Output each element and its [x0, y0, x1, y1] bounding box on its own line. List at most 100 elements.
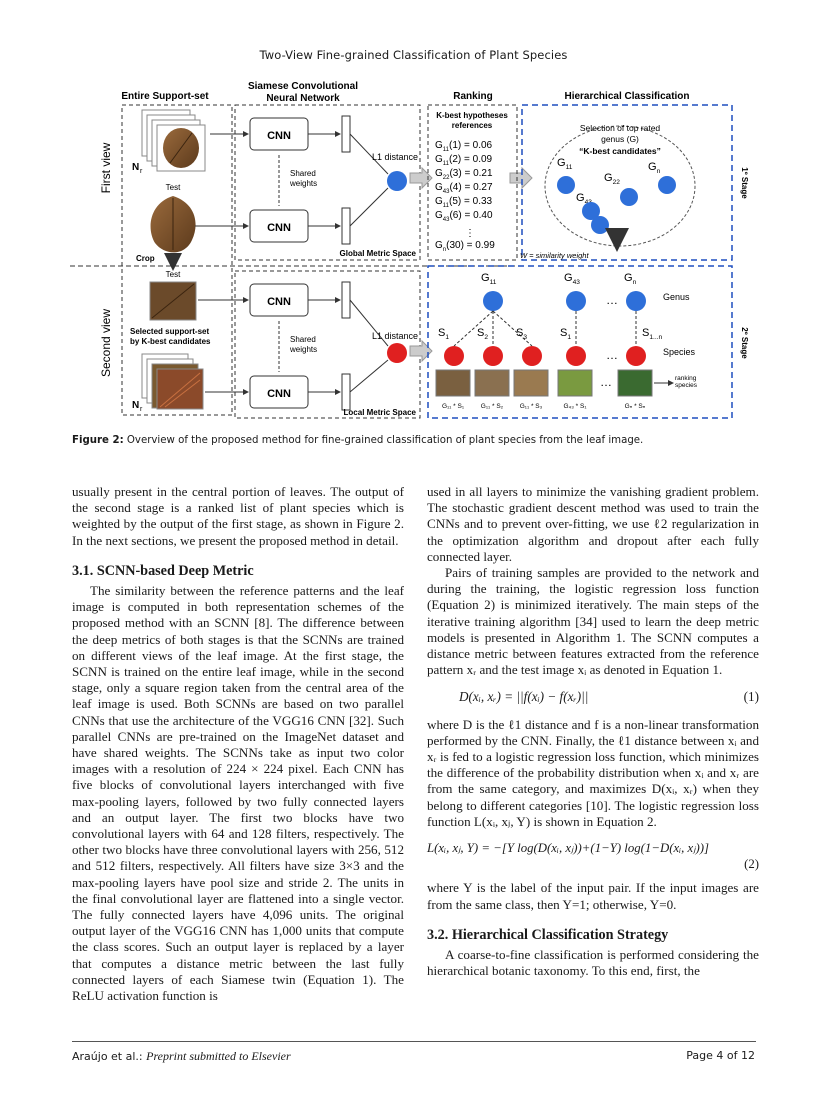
species-thumbnail-label: G₄₃ * S₁	[563, 403, 587, 410]
sel-top-3: “K-best candidates”	[579, 146, 661, 156]
footer-authors: Araújo et al.:	[72, 1050, 143, 1063]
section-3-1-heading: 3.1. SCNN-based Deep Metric	[72, 562, 254, 579]
weights-label-1: weights	[289, 179, 317, 188]
feature-vector-2	[341, 207, 351, 245]
ranking-entry: G43(6) = 0.40	[435, 210, 493, 223]
right-paragraph-2: Pairs of training samples are provided t…	[427, 565, 759, 678]
species-thumbnail	[435, 369, 471, 397]
ranking-ellipsis: ⋮	[465, 228, 475, 239]
species-thumbnail-label: Gₙ * Sₙ	[625, 403, 646, 410]
left-paragraph-2: The similarity between the reference pat…	[72, 583, 404, 1004]
species-label-stage2: S1	[560, 327, 571, 341]
support-set-images	[141, 109, 206, 172]
weights-label-2: weights	[289, 345, 317, 354]
l1-node-global	[387, 171, 407, 191]
stage1-box	[521, 104, 733, 261]
genus-node	[557, 176, 575, 194]
ranking-header: Ranking	[453, 91, 492, 102]
caption-text: Overview of the proposed method for fine…	[126, 435, 644, 446]
species-thumbnail	[474, 369, 510, 397]
equation-1-number: (1)	[743, 689, 759, 705]
siamese-label-2: Neural Network	[266, 93, 340, 104]
shared-label-2: Shared	[290, 335, 316, 344]
right-paragraph-3: where D is the ℓ1 distance and f is a no…	[427, 716, 759, 829]
svg-text:CNN: CNN	[267, 296, 291, 308]
caption-label: Figure 2:	[72, 435, 124, 446]
global-metric-space-label: Global Metric Space	[340, 249, 417, 258]
species-node	[522, 346, 542, 366]
test-label-top: Test	[166, 183, 181, 192]
method-diagram: Entire Support-set Siamese Convolutional…	[70, 81, 749, 419]
sel-top-2: genus (G)	[601, 134, 639, 144]
species-node	[626, 346, 646, 366]
footer-left: Araújo et al.: Preprint submitted to Els…	[72, 1049, 291, 1064]
right-paragraph-5: A coarse-to-fine classification is perfo…	[427, 947, 759, 979]
species-label: Species	[663, 347, 696, 357]
ranking-entry: G11(2) = 0.09	[435, 154, 493, 167]
test-leaf-image	[150, 196, 196, 253]
genus-nodes: G11G22GnG43	[557, 157, 676, 234]
species-label-stage2: S1	[438, 327, 449, 341]
right-paragraph-4: where Y is the label of the input pair. …	[427, 880, 759, 912]
equation-1-body: D(xᵢ, xᵣ) = ||f(xᵢ) − f(xᵣ)||	[459, 689, 589, 705]
genus-node	[658, 176, 676, 194]
crop-label: Crop	[136, 254, 155, 263]
genus-node-stage2	[483, 291, 503, 311]
figure-caption: Figure 2: Overview of the proposed metho…	[72, 435, 762, 446]
genus-node-stage2	[566, 291, 586, 311]
l1-distance-label-1: L1 distance	[372, 152, 418, 162]
ranking-species-2: species	[675, 382, 698, 389]
species-thumbnail	[513, 369, 549, 397]
genus-node	[591, 216, 609, 234]
species-label-stage2: S3	[516, 327, 527, 341]
feature-vector-1	[341, 115, 351, 153]
entire-support-set-label: Entire Support-set	[121, 91, 209, 102]
stage1-label: 1º Stage	[740, 167, 749, 199]
species-thumbnail	[617, 369, 653, 397]
local-metric-space-label: Local Metric Space	[344, 408, 417, 417]
siamese-label-1: Siamese Convolutional	[248, 81, 358, 92]
l1-node-local	[387, 343, 407, 363]
footer-venue: Preprint submitted to Elsevier	[146, 1049, 291, 1063]
selected-label-1: Selected support-set	[130, 327, 209, 336]
species-thumbnail-label: G₁₁ * S₃	[520, 403, 543, 410]
cnn-block-4: CNN	[249, 375, 309, 409]
svg-text:CNN: CNN	[267, 130, 291, 142]
stage2-label: 2º Stage	[740, 327, 749, 359]
species-label-stage2: S1...n	[642, 327, 663, 341]
n-label-bottom: N	[132, 400, 139, 411]
species-thumbnail	[557, 369, 593, 397]
genus-label-stage1: G11	[557, 157, 573, 171]
genus-node	[582, 202, 600, 220]
w-sim-label: W = similarity weight	[520, 251, 589, 260]
left-paragraph-1: usually present in the central portion o…	[72, 484, 404, 548]
equation-2-body: L(xᵢ, xⱼ, Y) = −[Y log(D(xᵢ, xⱼ))+(1−Y) …	[427, 841, 709, 856]
species-label-stage2: S2	[477, 327, 488, 341]
genus-node-stage2	[626, 291, 646, 311]
genus-label-stage1: G22	[604, 172, 620, 186]
equation-1: D(xᵢ, xᵣ) = ||f(xᵢ) − f(xᵣ)|| (1)	[427, 689, 759, 705]
genus-label-stage2: G11	[481, 272, 497, 286]
species-node	[444, 346, 464, 366]
footer-rule	[72, 1041, 756, 1042]
ranking-entry: G11(1) = 0.06	[435, 140, 493, 153]
shared-label-1: Shared	[290, 169, 316, 178]
species-thumbnail-label: G₁₁ * S₂	[481, 403, 504, 410]
test-label-bottom: Test	[166, 270, 181, 279]
kbest-ref-1: K-best hypotheses	[436, 111, 508, 120]
genus-node	[620, 188, 638, 206]
cnn-block-3: CNN	[249, 283, 309, 317]
svg-text:CNN: CNN	[267, 222, 291, 234]
right-column: used in all layers to minimize the vanis…	[427, 484, 759, 979]
figure-2: Entire Support-set Siamese Convolutional…	[70, 78, 760, 424]
second-view-label: Second view	[99, 309, 113, 377]
kbest-ref-2: references	[452, 121, 493, 130]
equation-2-number: (2)	[744, 857, 759, 872]
ranking-entry: Gn(30) = 0.99	[435, 240, 495, 253]
selected-label-2: by K-best candidates	[130, 337, 211, 346]
sel-top-1: Selection of top rated	[580, 123, 661, 133]
selected-support-images	[141, 353, 204, 410]
hierarchical-header: Hierarchical Classification	[564, 91, 689, 102]
